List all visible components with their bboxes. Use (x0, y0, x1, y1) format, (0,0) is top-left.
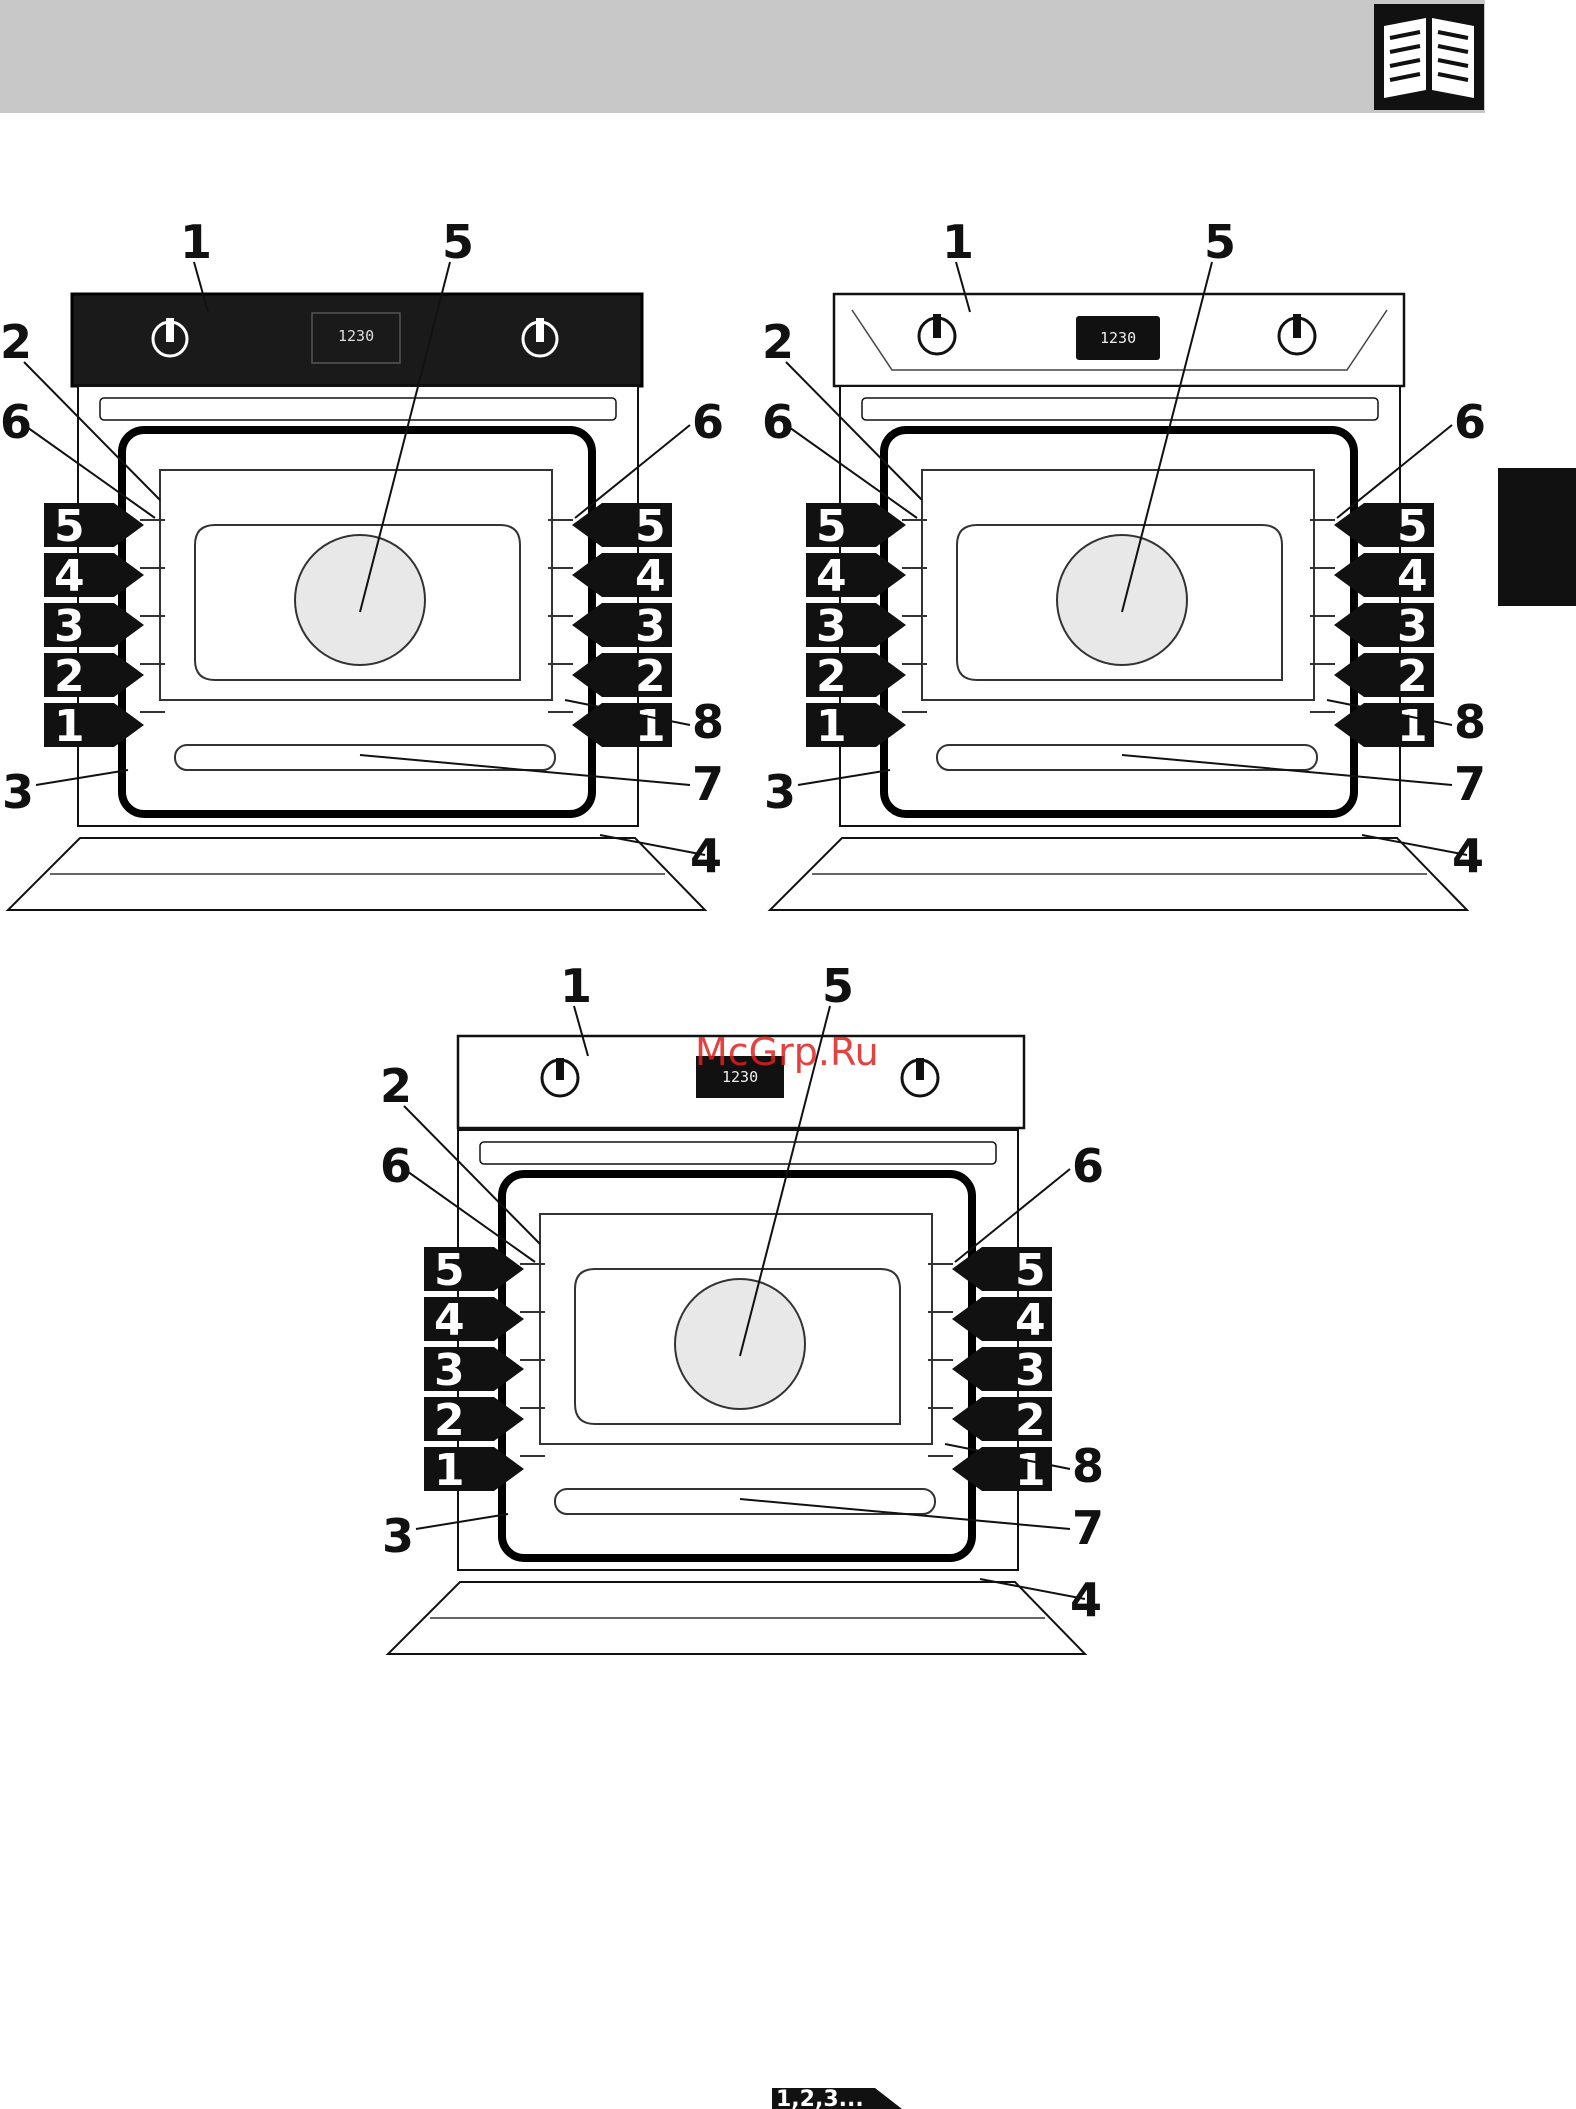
callout-4: 4 (1452, 829, 1484, 883)
fan-cover (1057, 535, 1187, 665)
callout-2: 2 (0, 315, 32, 369)
callout-3: 3 (382, 1509, 414, 1563)
shelf-level-label: 5 (816, 501, 847, 552)
callout-4: 4 (1070, 1573, 1102, 1627)
callout-3: 3 (764, 765, 796, 819)
callout-5: 5 (822, 959, 854, 1013)
callout-7: 7 (1454, 757, 1486, 811)
callout-6: 6 (692, 395, 724, 449)
shelf-level-label: 4 (635, 551, 666, 602)
callout-3: 3 (2, 765, 34, 819)
shelf-level-label: 3 (635, 601, 666, 652)
callout-8: 8 (1072, 1439, 1104, 1493)
fan-cover (675, 1279, 805, 1409)
watermark: McGrp.Ru (695, 1030, 879, 1074)
shelf-level-label: 2 (1015, 1395, 1046, 1446)
shelf-level-label: 3 (434, 1345, 465, 1396)
shelf-level-label: 5 (434, 1245, 465, 1296)
callout-8: 8 (1454, 695, 1486, 749)
shelf-level-label: 1 (434, 1445, 465, 1496)
shelf-level-label: 3 (1015, 1345, 1046, 1396)
shelf-level-label: 1 (816, 701, 847, 752)
callout-1: 1 (560, 959, 592, 1013)
shelf-level-label: 4 (434, 1295, 465, 1346)
callout-6: 6 (1454, 395, 1486, 449)
shelf-level-label: 3 (1397, 601, 1428, 652)
shelf-level-label: 4 (1015, 1295, 1046, 1346)
display-readout: 1230 (338, 327, 374, 345)
shelf-level-label: 2 (635, 651, 666, 702)
callout-6: 6 (380, 1139, 412, 1193)
display-readout: 1230 (1100, 329, 1136, 347)
shelf-level-label: 1 (1397, 701, 1428, 752)
callout-7: 7 (1072, 1501, 1104, 1555)
callout-5: 5 (1204, 215, 1236, 269)
callout-6: 6 (1072, 1139, 1104, 1193)
shelf-level-label: 1 (1015, 1445, 1046, 1496)
callout-1: 1 (180, 215, 212, 269)
callout-6: 6 (762, 395, 794, 449)
shelf-level-label: 4 (816, 551, 847, 602)
shelf-level-label: 3 (54, 601, 85, 652)
shelf-level-label: 2 (54, 651, 85, 702)
oven-1: 1230 5 4 3 2 1 5 4 (0, 215, 724, 910)
shelf-level-label: 2 (434, 1395, 465, 1446)
shelf-level-label: 5 (1397, 501, 1428, 552)
callout-1: 1 (942, 215, 974, 269)
shelf-level-label: 3 (816, 601, 847, 652)
shelf-level-label: 5 (1015, 1245, 1046, 1296)
shelf-level-label: 5 (635, 501, 666, 552)
shelf-level-label: 4 (1397, 551, 1428, 602)
fan-cover (295, 535, 425, 665)
callout-2: 2 (762, 315, 794, 369)
shelf-level-label: 2 (1397, 651, 1428, 702)
footer-label: 1,2,3... (776, 2087, 864, 2109)
shelf-level-label: 5 (54, 501, 85, 552)
callout-8: 8 (692, 695, 724, 749)
shelf-level-label: 1 (54, 701, 85, 752)
callout-7: 7 (692, 757, 724, 811)
callout-5: 5 (442, 215, 474, 269)
callout-2: 2 (380, 1059, 412, 1113)
shelf-level-label: 2 (816, 651, 847, 702)
oven-2: 1230 5 4 3 2 1 5 4 3 2 1 (762, 215, 1486, 910)
shelf-level-label: 4 (54, 551, 85, 602)
knob-icon (542, 1058, 578, 1096)
knob-icon (902, 1058, 938, 1096)
callout-4: 4 (690, 829, 722, 883)
shelf-level-label: 1 (635, 701, 666, 752)
callout-6: 6 (0, 395, 32, 449)
